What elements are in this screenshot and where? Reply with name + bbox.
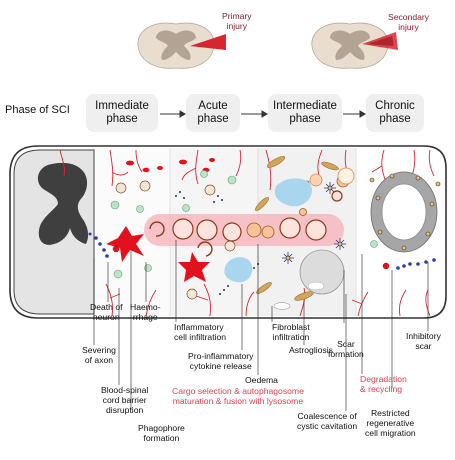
astrogliosis-text: Astrogliosis bbox=[289, 345, 333, 355]
autophagosome-icon bbox=[172, 190, 343, 242]
bscb-line-3: disruption bbox=[106, 405, 144, 415]
restricted-line-2: regenerative bbox=[366, 418, 415, 428]
phase-immediate-line-1: Immediate bbox=[95, 100, 149, 112]
cord-section-primary-icon bbox=[137, 22, 226, 69]
fibroblast-icon bbox=[255, 156, 339, 301]
phase-of-sci-label: Phase of SCI bbox=[5, 104, 70, 116]
phagophore-line-2: formation bbox=[143, 433, 180, 443]
primary-injury-line-2: injury bbox=[226, 21, 248, 31]
oedema-label: Oedema bbox=[245, 375, 278, 385]
proinflammatory-line-1: Pro-inflammatory bbox=[188, 351, 254, 361]
phase-chronic-line-1: Chronic bbox=[375, 100, 415, 112]
scar-line-1: Scar bbox=[337, 339, 355, 349]
neuron-icon bbox=[112, 245, 390, 270]
cystic-line-2: cystic cavitation bbox=[297, 421, 358, 431]
primary-injury-line-1: Primary bbox=[222, 11, 252, 21]
oedema-text: Oedema bbox=[245, 375, 278, 385]
phase-immediate-line-2: phase bbox=[106, 113, 138, 125]
oedema-icon bbox=[224, 178, 313, 283]
cytokine-dots-icon bbox=[175, 191, 259, 295]
astrogliosis-label: Astrogliosis bbox=[289, 345, 333, 355]
degradation-line-2: & recycling bbox=[360, 384, 403, 394]
axon-icon bbox=[88, 232, 436, 270]
fibroblast-line-1: Fibroblast bbox=[272, 322, 310, 332]
degradation-line-1: Degradation bbox=[360, 374, 407, 384]
inhibitory-line-1: Inhibitory bbox=[406, 331, 441, 341]
cargo-line-1: Cargo selection & autophagosome bbox=[172, 386, 304, 396]
fibroblast-line-2: infiltration bbox=[272, 332, 310, 342]
phase-chronic-line-2: phase bbox=[379, 113, 411, 125]
phase-acute-line-1: Acute bbox=[198, 100, 228, 112]
phagophore-line-1: Phagophore bbox=[138, 423, 185, 433]
haemorrhage-label: Haemo-rrhage bbox=[130, 302, 161, 322]
primary-injury-label: Primary injury bbox=[222, 11, 252, 31]
death-of-neuron-line-1: Death of bbox=[90, 302, 123, 312]
secondary-injury-label: Secondary injury bbox=[388, 12, 429, 32]
severing-line-2: of axon bbox=[84, 355, 114, 365]
severing-line-1: Severing bbox=[82, 345, 116, 355]
secondary-injury-line-1: Secondary bbox=[388, 12, 430, 22]
phase-arrows bbox=[160, 110, 366, 118]
haemorrhage-line-2: rrhage bbox=[132, 312, 158, 322]
cystic-line-1: Coalescence of bbox=[297, 411, 357, 421]
haemorrhage-line-1: Haemo- bbox=[130, 302, 161, 312]
leader-lines bbox=[93, 240, 429, 411]
death-of-neuron-line-2: neuron bbox=[92, 312, 120, 322]
degradation-recycling-label: Degradation& recycling bbox=[360, 374, 407, 394]
scar-line-2: formation bbox=[328, 349, 364, 359]
glial-scar-ring-icon bbox=[369, 171, 441, 253]
astrocyte-icon bbox=[282, 182, 346, 264]
cord-section-secondary-icon bbox=[311, 22, 398, 69]
restricted-line-1: Restricted bbox=[370, 408, 410, 418]
inflammatory-line-1: Inflammatory bbox=[174, 322, 224, 332]
phase-intermediate-line-1: Intermediate bbox=[273, 100, 337, 112]
secondary-injury-line-2: injury bbox=[398, 22, 419, 32]
cyst-icon bbox=[273, 167, 355, 310]
haemorrhage-icon bbox=[106, 226, 210, 282]
phase-acute-line-2: phase bbox=[197, 113, 229, 125]
phagophore-icon bbox=[149, 221, 213, 257]
bscb-line-1: Blood-spinal bbox=[101, 385, 149, 395]
cargo-line-2: maturation & fusion with lysosome bbox=[172, 396, 304, 406]
red-blood-cell-icon bbox=[126, 158, 215, 173]
restricted-line-3: cell migration bbox=[365, 428, 416, 438]
inhibitory-line-2: scar bbox=[415, 341, 432, 351]
bscb-line-2: cord barrier bbox=[102, 395, 147, 405]
phase-intermediate-line-2: phase bbox=[289, 113, 321, 125]
macrophage-icon bbox=[115, 180, 236, 300]
microglia-icon bbox=[110, 170, 378, 279]
inflammatory-line-2: cell infiltration bbox=[174, 332, 227, 342]
proinflammatory-line-2: cytokine release bbox=[189, 361, 252, 371]
